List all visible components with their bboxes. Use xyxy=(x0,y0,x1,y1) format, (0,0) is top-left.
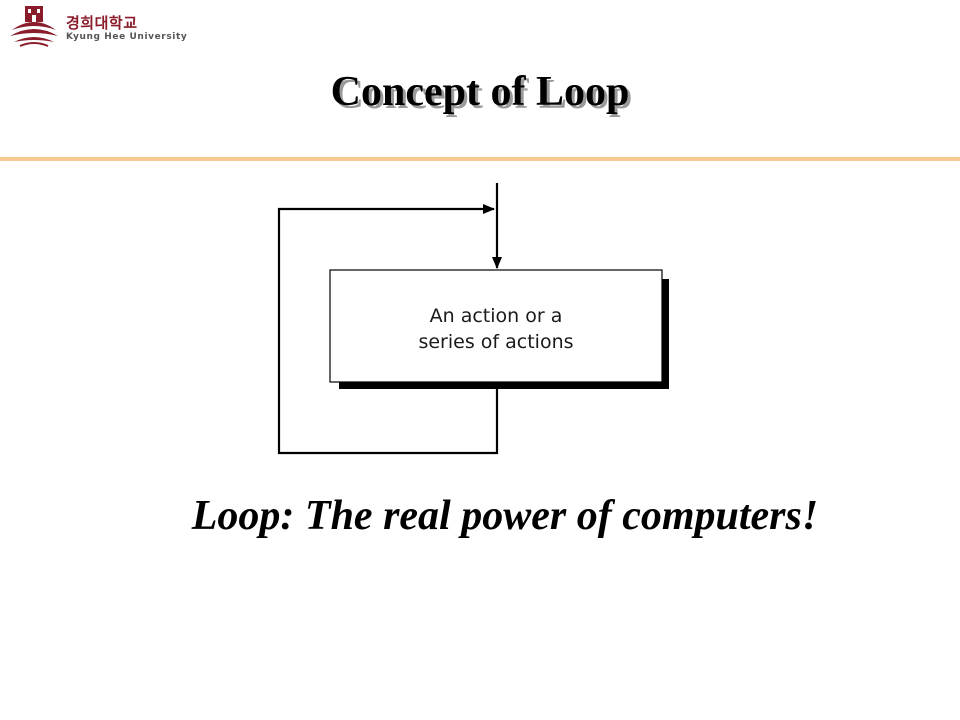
action-box-line-2: series of actions xyxy=(418,331,573,353)
logo-name-english: Kyung Hee University xyxy=(66,32,188,42)
university-emblem-icon xyxy=(10,6,58,47)
loop-back-path xyxy=(277,204,499,455)
tagline: Loop: The real power of computers! xyxy=(191,493,819,539)
title-divider xyxy=(0,157,960,161)
action-box-line-1: An action or a xyxy=(430,305,563,327)
university-logo: 경희대학교 Kyung Hee University xyxy=(8,4,187,48)
action-box xyxy=(329,269,663,383)
logo-name-korean: 경희대학교 xyxy=(66,14,138,32)
page-title: Concept of Loop xyxy=(330,69,630,115)
